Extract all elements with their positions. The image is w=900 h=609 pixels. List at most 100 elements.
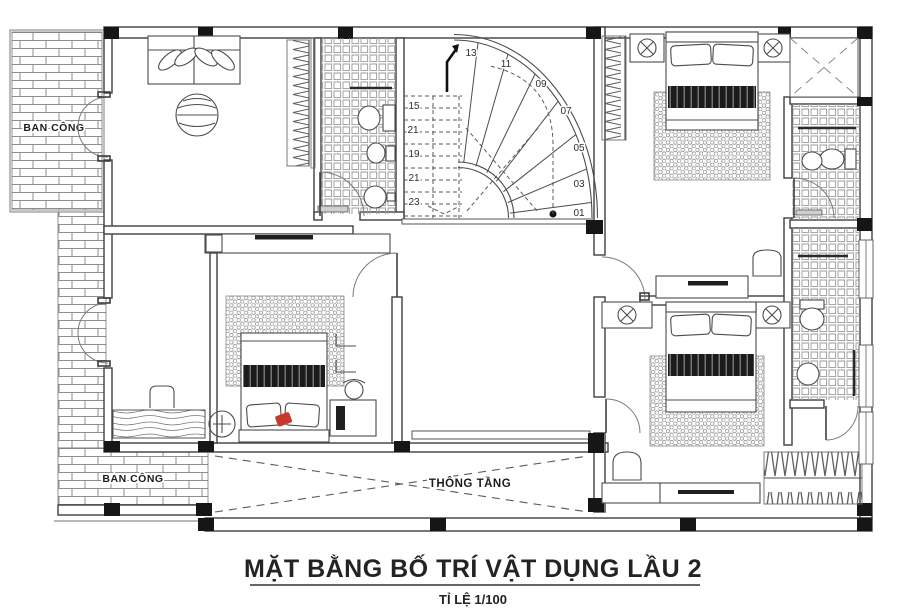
step-number: 05 [573,143,585,154]
round-ottoman [175,93,219,137]
stair-treads [463,42,592,214]
room-bedroom-1 [147,35,391,254]
bed-2 [665,31,759,131]
stair-up-arrow [445,44,459,92]
stair-outer-rail [453,39,593,219]
nightstand-left [629,33,665,63]
step-number: 07 [560,106,572,117]
wall-shelves [335,334,356,373]
bath1-door [793,177,835,219]
bedroom2-door [601,256,650,301]
balcony-outline [9,29,105,213]
armchair [752,249,782,277]
void-label: THÔNG TẦNG [429,477,511,490]
stair-landing-void-x [465,127,539,213]
step-number: 09 [535,79,547,90]
pillow [245,402,283,428]
desk-chair [344,380,364,400]
bedroom3-door [605,398,641,434]
wash-basin-icon [801,151,823,171]
skylight-bottom-wall [789,96,861,105]
lamp-icon [617,305,637,325]
low-cabinet [601,482,761,504]
bedroom3-left-wall-a [593,296,606,398]
left-wall-a [103,37,113,94]
void-top-wall [103,442,609,453]
balcony-brick-floor [11,31,103,211]
toilet-icon [799,299,825,331]
step-number: 19 [408,149,420,160]
bathroom-2-right [792,228,860,441]
step-number: 23 [408,197,420,208]
nightstand-right [755,33,791,63]
void-area: THÔNG TẦNG [214,455,589,513]
step-number: 13 [465,48,477,59]
alcove-chair [149,385,175,408]
nightstand-right [755,301,791,329]
balcony-lower-label: BAN CÔNG [102,472,163,485]
alcove-desk [112,385,236,439]
headboard [238,429,330,443]
dresser [655,275,749,299]
step-number: 21 [407,125,419,136]
bath-center-right-wall [395,37,405,219]
step-number: 11 [501,59,512,70]
toilet-icon [819,148,857,170]
void-railing-ledge [411,430,591,440]
nightstand-left [601,301,653,329]
bathroom-center [317,38,396,217]
bed-middle [238,332,330,444]
bedroom1-middle-divider [103,225,354,235]
balcony-lower-left: BAN CÔNG [54,447,209,522]
wash-basin-icon [363,185,396,209]
bottom-wall [204,517,873,532]
blanket-band [668,86,756,108]
skylight-void [789,37,859,98]
bath-right-west-wall-a [783,96,793,179]
pillow [670,43,712,67]
stair-inner-rail-2 [457,166,510,219]
dashed-treads [404,95,462,218]
bath1-2-divider [789,219,861,229]
bath-shelf [795,209,823,216]
bath-shelf [317,205,349,213]
balcony-upper-left: BAN CÔNG [9,29,105,213]
structural-columns [104,27,872,531]
drawing-title: MẶT BẰNG BỐ TRÍ VẬT DỤNG LẦU 2 [244,553,702,583]
wardrobe-hangers-1 [286,37,316,169]
wardrobe-hangers-2 [601,35,627,141]
stair-dashed-upper-flight: 15 21 19 21 23 [404,95,462,218]
desk-computer [329,378,377,437]
middle-room-right-wall [391,296,403,444]
pillow [712,43,754,67]
stair-hall-edge [401,218,595,225]
lamp-icon [763,38,783,58]
blanket-band [668,354,754,376]
title-block: MẶT BẰNG BỐ TRÍ VẬT DỤNG LẦU 2 TỈ LỆ 1/1… [244,553,702,607]
lamp-icon [762,305,782,325]
lamp-icon [637,38,657,58]
step-number: 01 [573,208,585,219]
step-number: 15 [408,101,420,112]
pillow [711,313,752,337]
armchair [612,451,642,481]
headboard [665,301,757,313]
bath2-bottom-wall [789,399,825,409]
balcony-french-doors-upper [77,91,111,162]
bathroom-1-right [792,104,860,220]
bath2-door [825,405,859,441]
bath-center-door [319,171,365,217]
room-bedroom-middle [112,252,398,444]
stair-walk-line [489,65,557,218]
step-number: 21 [408,173,420,184]
pillow [670,313,711,337]
balcony-strip-brick [57,211,107,449]
balcony-lower-wall [57,504,209,516]
step-number: 03 [573,179,585,190]
drawing-scale-note: TỈ LỆ 1/100 [439,592,507,607]
middle-room-door [352,252,398,298]
left-wall-c [103,367,113,444]
right-wall-windows [858,239,874,465]
room-bedroom-3 [601,301,863,505]
